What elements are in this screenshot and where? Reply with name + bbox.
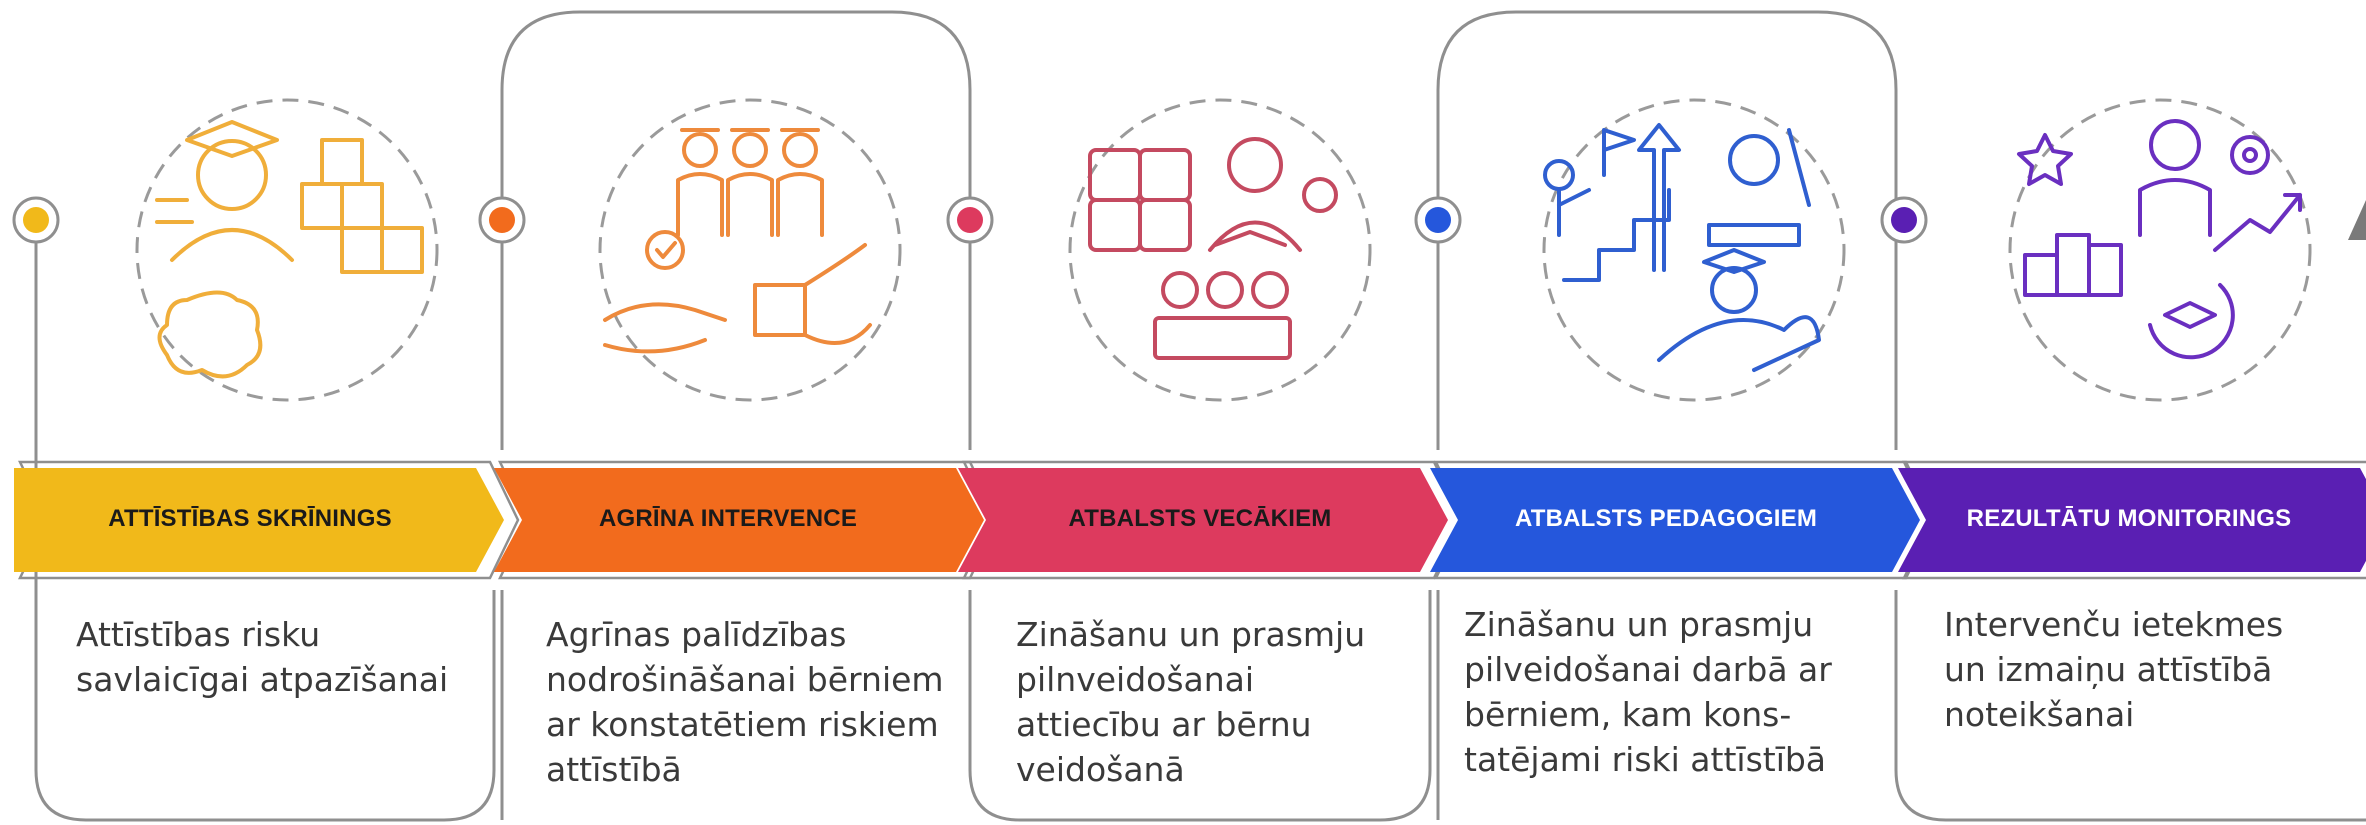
step-frames xyxy=(34,10,2366,822)
step-3-chevron xyxy=(958,468,1448,572)
step-3-title: ATBALSTS VECĀKIEM xyxy=(1068,505,1332,532)
step-3-marker-dot xyxy=(957,207,983,233)
frame-4-top xyxy=(1436,10,1898,450)
step-1-chevron xyxy=(14,468,504,572)
results-monitoring-icon xyxy=(2017,119,2302,360)
step-1-dashed-circle xyxy=(135,98,439,402)
step-1-marker-dot xyxy=(23,207,49,233)
step-5-title: REZULTĀTU MONITORINGS xyxy=(1966,505,2292,532)
step-3-description: Zināšanu un prasmju pilnveidošanai attie… xyxy=(1016,615,1366,789)
step-2-marker-dot xyxy=(489,207,515,233)
step-2-description: Agrīnas palīdzības nodrošināšanai bērnie… xyxy=(546,615,944,789)
step-4-marker-dot xyxy=(1425,207,1451,233)
parent-support-icon xyxy=(1088,137,1338,360)
frame-1-bottom xyxy=(34,233,496,822)
step-5-description: Intervenču ietekmes un izmaiņu attīstībā… xyxy=(1944,605,2284,734)
step-2-dashed-circle xyxy=(598,98,902,402)
step-2-chevron xyxy=(494,468,984,572)
step-4-description: Zināšanu un prasmju pilveidošanai darbā … xyxy=(1464,605,1832,779)
early-intervention-icon xyxy=(603,128,872,354)
next-arrow-partial xyxy=(2348,200,2366,240)
step-4-dashed-circle xyxy=(1542,98,1846,402)
step-4-title: ATBALSTS PEDAGOGIEM xyxy=(1514,505,1818,532)
frame-3-bottom xyxy=(968,590,1432,822)
step-1-title: ATTĪSTĪBAS SKRĪNINGS xyxy=(108,505,392,532)
step-4-chevron xyxy=(1430,468,1920,572)
frame-2-top xyxy=(500,10,972,450)
step-3-dashed-circle xyxy=(1068,98,1372,402)
screening-icon xyxy=(155,120,424,379)
step-5-dashed-circle xyxy=(2008,98,2312,402)
step-5-marker-dot xyxy=(1891,207,1917,233)
step-2-title: AGRĪNA INTERVENCE xyxy=(598,505,858,532)
step-5-chevron xyxy=(1898,468,2366,572)
teacher-support-icon xyxy=(1543,123,1821,372)
step-1-description: Attīstības risku savlaicīgai atpazīšanai xyxy=(76,615,449,699)
frame-5-bottom xyxy=(1894,590,2366,822)
